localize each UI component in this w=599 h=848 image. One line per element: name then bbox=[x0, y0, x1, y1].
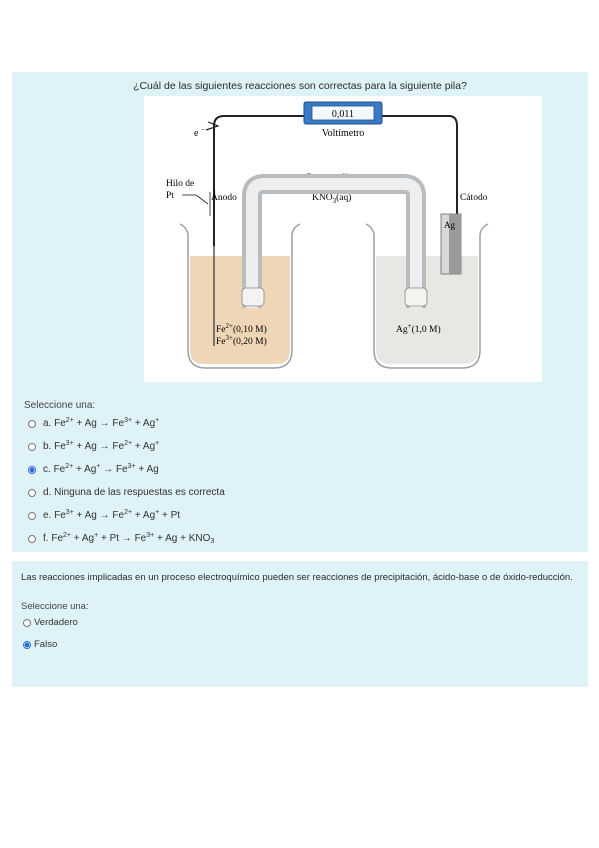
right-concentration: Ag+(1,0 M) bbox=[396, 322, 441, 335]
wire-right bbox=[382, 115, 458, 214]
option-e[interactable]: e. Fe3+ + Ag → Fe2+ + Ag+ + Pt bbox=[28, 509, 181, 521]
option-label: c. Fe2+ + Ag+ → Fe3+ + Ag bbox=[43, 463, 159, 475]
svg-text:KNO3(aq): KNO3(aq) bbox=[312, 192, 351, 205]
option-verdadero[interactable]: Verdadero bbox=[23, 617, 78, 628]
electron-arrow-icon bbox=[205, 121, 220, 131]
question-2-panel: Las reacciones implicadas en un proceso … bbox=[12, 561, 588, 687]
option-label: d. Ninguna de las respuestas es correcta bbox=[43, 487, 225, 498]
option-label: f. Fe2+ + Ag+ + Pt → Fe3+ + Ag + KNO3 bbox=[43, 532, 215, 545]
radio-button[interactable] bbox=[23, 640, 31, 649]
option-falso[interactable]: Falso bbox=[23, 639, 57, 650]
radio-button[interactable] bbox=[28, 442, 36, 451]
cathode-label: Cátodo bbox=[460, 193, 488, 203]
galvanic-cell-figure: e − 0,011 Voltímetro Hilo de Pt Ánodo Pu… bbox=[144, 96, 542, 382]
option-d[interactable]: d. Ninguna de las respuestas es correcta bbox=[28, 487, 225, 498]
galvanic-cell-diagram: e − 0,011 Voltímetro Hilo de Pt Ánodo Pu… bbox=[166, 101, 489, 369]
option-label: e. Fe3+ + Ag → Fe2+ + Ag+ + Pt bbox=[43, 509, 181, 521]
left-concentration-1: Fe2+(0,10 M) bbox=[216, 322, 267, 335]
question-2-text: Las reacciones implicadas en un proceso … bbox=[21, 572, 573, 583]
left-beaker bbox=[179, 223, 301, 369]
radio-button[interactable] bbox=[28, 488, 36, 497]
option-label: a. Fe2+ + Ag → Fe3+ + Ag+ bbox=[43, 417, 160, 429]
option-label: Falso bbox=[34, 639, 58, 650]
option-f[interactable]: f. Fe2+ + Ag+ + Pt → Fe3+ + Ag + KNO3 bbox=[28, 532, 215, 545]
left-solution bbox=[190, 256, 290, 364]
left-concentration-2: Fe3+(0,20 M) bbox=[216, 334, 267, 347]
electron-label: e bbox=[194, 128, 199, 139]
question-1-text: ¿Cuál de las siguientes reacciones son c… bbox=[133, 80, 467, 92]
wire-label-1: Hilo de bbox=[166, 179, 194, 189]
salt-bridge-solution: KNO bbox=[312, 193, 333, 203]
voltmeter-label: Voltímetro bbox=[322, 128, 365, 139]
ag-electrode-label: Ag bbox=[444, 220, 455, 230]
radio-button[interactable] bbox=[28, 419, 36, 428]
wire-left bbox=[213, 115, 304, 246]
question-1-panel: ¿Cuál de las siguientes reacciones son c… bbox=[12, 72, 588, 552]
radio-button[interactable] bbox=[28, 511, 36, 520]
wire-label-2: Pt bbox=[166, 191, 174, 201]
option-label: Verdadero bbox=[34, 617, 78, 628]
right-beaker bbox=[365, 223, 489, 369]
radio-button[interactable] bbox=[28, 465, 36, 474]
question-1-prompt: Seleccione una: bbox=[24, 400, 96, 411]
question-2-prompt: Seleccione una: bbox=[21, 601, 89, 612]
anode-label: Ánodo bbox=[211, 191, 237, 203]
option-b[interactable]: b. Fe3+ + Ag → Fe2+ + Ag+ bbox=[28, 440, 160, 452]
svg-text:−: − bbox=[201, 126, 205, 134]
radio-button[interactable] bbox=[28, 534, 36, 543]
voltmeter-display bbox=[311, 105, 375, 121]
voltmeter-value: 0,011 bbox=[332, 109, 354, 120]
option-c[interactable]: c. Fe2+ + Ag+ → Fe3+ + Ag bbox=[28, 463, 159, 475]
option-a[interactable]: a. Fe2+ + Ag → Fe3+ + Ag+ bbox=[28, 417, 160, 429]
option-label: b. Fe3+ + Ag → Fe2+ + Ag+ bbox=[43, 440, 160, 452]
radio-button[interactable] bbox=[23, 618, 31, 627]
right-solution bbox=[376, 256, 478, 364]
